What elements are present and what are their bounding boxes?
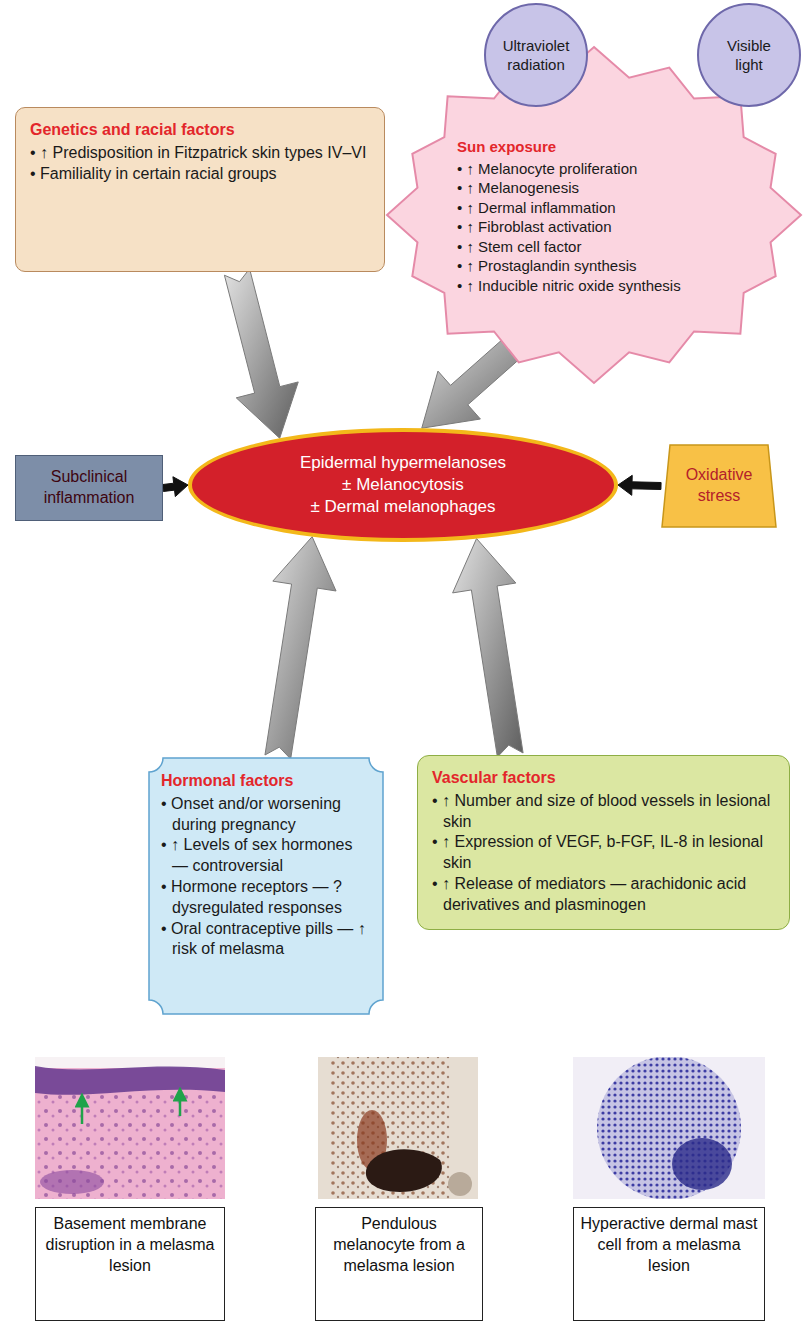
caption-box: Pendulous melanocyte from a melasma lesi… [315,1207,483,1321]
box-heading: Hormonal factors [161,771,371,792]
box-heading: Sun exposure [457,137,725,157]
mast-cell-micrograph [573,1057,765,1199]
box-heading: Vascular factors [432,768,775,789]
factor-box: Genetics and racial factors• ↑ Predispos… [15,107,385,272]
tissue-nuclei [35,1090,225,1199]
bullet-item: • ↑ Stem cell factor [457,237,725,257]
node-label: ± Melanocytosis [300,474,506,496]
shape-fill [387,47,801,383]
bullet-item: • ↑ Inducible nitric oxide synthesis [457,276,725,296]
bullet-item: • ↑ Prostaglandin synthesis [457,256,725,276]
bullet-item: • ↑ Fibroblast activation [457,217,725,237]
tissue-ground [318,1057,478,1199]
shape-fill [149,758,383,1014]
bullet-item: • Hormone receptors — ? dysregulated res… [161,877,371,919]
node-label: Basement membrane disruption in a melasm… [42,1214,218,1276]
factor-box: Vascular factors• ↑ Number and size of b… [417,755,790,930]
block-arrow [265,537,336,759]
bullet-item: • Familiality in certain racial groups [30,164,370,185]
he-micrograph [35,1057,225,1199]
factor-box: Hormonal factors• Onset and/or worsening… [148,757,384,1015]
mast-cell [597,1057,741,1199]
bullet-item: • ↑ Number and size of blood vessels in … [432,791,775,833]
cell-outline [448,1172,472,1196]
bullet-item: • Oral contraceptive pills — ↑ risk of m… [161,919,371,961]
epidermis-band [35,1066,225,1095]
melanin-granules [330,1057,450,1199]
pointer-arrow [179,1094,182,1116]
caption-box: Hyperactive dermal mast cell from a mela… [573,1207,765,1321]
node-label: Ultraviolet radiation [501,36,571,75]
bullet-item: • ↑ Levels of sex hormones — controversi… [161,835,371,877]
node-label: Subclinical inflammation [22,467,156,509]
block-arrow [453,539,523,757]
cell-nucleus [672,1138,732,1190]
pointer-arrow [618,475,661,495]
trapezoid-outline [661,444,777,528]
source-circle: Ultraviolet radiation [484,3,588,107]
node-label: Visible light [714,36,784,75]
node-label: Oxidative stress [674,465,764,507]
bullet-item: • ↑ Expression of VEGF, b-FGF, IL-8 in l… [432,832,775,874]
mast-cell [597,1057,741,1199]
tissue-ground [35,1057,225,1199]
node-label: Pendulous melanocyte from a melasma lesi… [322,1214,476,1276]
bullet-item: • ↑ Melanogenesis [457,178,725,198]
factor-trapezoid: Oxidative stress [661,444,777,528]
source-circle: Visible light [697,3,801,107]
node-label: Epidermal hypermelanoses [300,452,506,474]
tissue-ground [573,1057,765,1199]
tissue-surface [35,1057,225,1068]
block-arrow [224,269,298,439]
caption-box: Basement membrane disruption in a melasm… [35,1207,225,1321]
shape-fill [662,445,776,527]
bullet-item: • ↑ Predisposition in Fitzpatrick skin t… [30,143,370,164]
bullet-item: • ↑ Release of mediators — arachidonic a… [432,874,775,916]
dermal-blob [40,1170,104,1194]
pointer-arrow [81,1100,84,1124]
bullet-item: • Onset and/or worsening during pregnanc… [161,794,371,836]
box-heading: Genetics and racial factors [30,120,370,141]
melanocyte-body [366,1149,442,1192]
node-label: ± Dermal melanophages [300,496,506,518]
factor-box: Subclinical inflammation [15,455,163,521]
bullet-item: • ↑ Melanocyte proliferation [457,159,725,179]
bullet-item: • ↑ Dermal inflammation [457,198,725,218]
melanocyte-micrograph [318,1057,478,1199]
pointer-arrow [163,477,188,497]
outcome-ellipse: Epidermal hypermelanoses± Melanocytosis±… [188,428,618,542]
node-label: Hyperactive dermal mast cell from a mela… [580,1214,758,1276]
